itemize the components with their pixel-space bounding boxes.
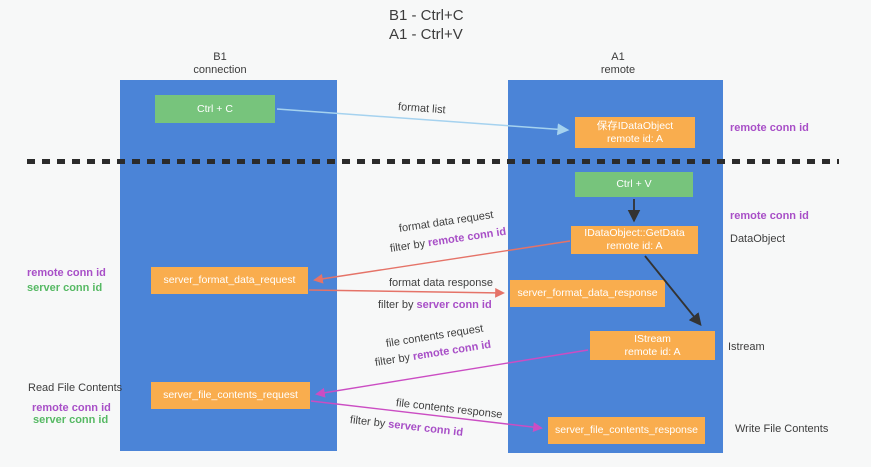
title-line-1: B1 - Ctrl+C [389, 7, 464, 24]
istream-line2: remote id: A [624, 345, 681, 358]
istream-box: IStream remote id: A [590, 331, 715, 360]
save-dataobject-line2: remote id: A [606, 132, 664, 145]
server-file-contents-response-box: server_file_contents_response [548, 417, 705, 444]
server-file-contents-request-box: server_file_contents_request [151, 382, 310, 409]
column-b1-name: B1 [213, 51, 227, 63]
istream-line1: IStream [634, 332, 671, 345]
format-request-to-response-arrow [308, 287, 505, 298]
right-remote-conn-id-top-label: remote conn id [730, 122, 809, 134]
filter-by-text-3: filter by [374, 351, 414, 369]
save-dataobject-line1: 保存IDataObject [596, 119, 674, 132]
server-conn-id-highlight-1: server conn id [416, 299, 492, 311]
format-data-response-filter-label: filter by server conn id [378, 299, 492, 311]
getdata-box: IDataObject::GetData remote id: A [571, 226, 698, 254]
left-remote-conn-id-label: remote conn id [27, 267, 106, 279]
server-format-data-request-label: server_format_data_request [163, 274, 296, 286]
server-file-contents-response-label: server_file_contents_response [554, 424, 698, 436]
left-remote-conn-id-label-2: remote conn id [32, 402, 111, 414]
ctrl-v-box: Ctrl + V [575, 172, 693, 197]
column-a1-subtitle: remote [600, 64, 636, 76]
format-data-response-label: format data response [389, 277, 493, 289]
diagram-title: B1 - Ctrl+C A1 - Ctrl+V [389, 6, 464, 44]
file-contents-response-filter-label: filter by server conn id [349, 414, 463, 439]
file-contents-response-label: file contents response [395, 397, 504, 422]
server-conn-id-highlight-2: server conn id [387, 418, 464, 439]
server-file-contents-request-label: server_file_contents_request [163, 389, 298, 401]
server-format-data-response-label: server_format_data_response [517, 287, 658, 299]
ctrl-c-box: Ctrl + C [155, 95, 275, 123]
save-dataobject-box: 保存IDataObject remote id: A [575, 117, 695, 148]
filter-by-text-2: filter by [378, 299, 417, 311]
column-a1-name: A1 [611, 51, 625, 63]
server-format-data-request-box: server_format_data_request [151, 267, 308, 294]
column-header-b1: B1 connection [160, 51, 280, 77]
column-b1-subtitle: connection [193, 64, 247, 76]
right-remote-conn-id-mid-label: remote conn id [730, 210, 809, 222]
left-server-conn-id-label: server conn id [27, 282, 103, 294]
format-list-label: format list [397, 101, 446, 117]
filter-by-text-1: filter by [389, 237, 429, 255]
column-header-a1: A1 remote [558, 51, 678, 77]
filter-by-text-4: filter by [349, 414, 389, 431]
dataobject-label: DataObject [730, 233, 786, 245]
write-file-contents-label: Write File Contents [735, 423, 829, 435]
ctrl-v-label: Ctrl + V [616, 178, 652, 190]
title-line-2: A1 - Ctrl+V [389, 26, 463, 43]
remote-conn-id-highlight-1: remote conn id [427, 225, 507, 250]
left-server-conn-id-label-2: server conn id [33, 414, 109, 426]
read-file-contents-label: Read File Contents [28, 382, 123, 394]
getdata-line1: IDataObject::GetData [584, 227, 685, 239]
phase-separator-dashed-line [27, 159, 839, 164]
istream-side-label: Istream [728, 341, 765, 353]
server-format-data-response-box: server_format_data_response [510, 280, 665, 307]
getdata-line2: remote id: A [606, 240, 663, 252]
ctrl-c-label: Ctrl + C [197, 102, 233, 115]
